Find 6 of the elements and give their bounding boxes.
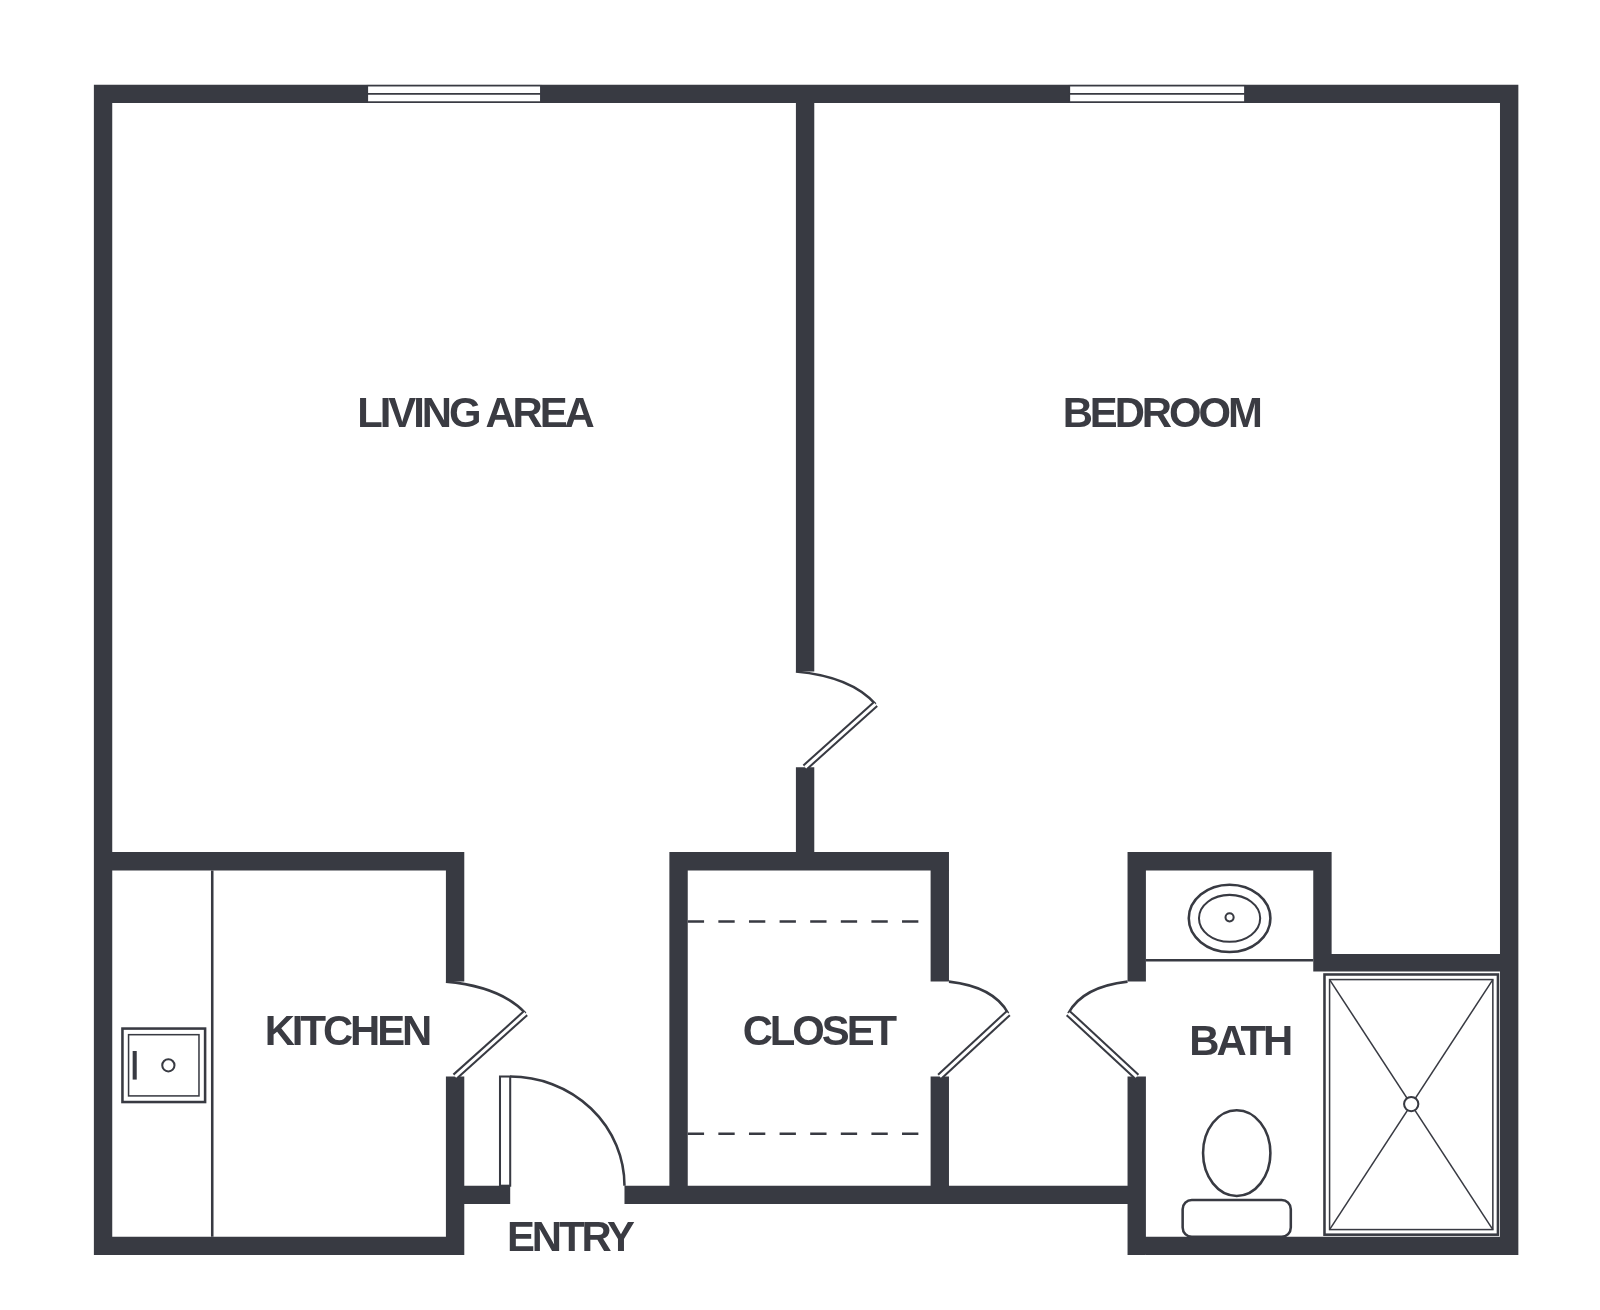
room-label: ENTRY <box>506 1215 632 1258</box>
room-label: LIVING AREA <box>357 392 592 435</box>
room-label: CLOSET <box>742 1010 894 1053</box>
room-label: BEDROOM <box>1062 392 1260 435</box>
room-label: BATH <box>1189 1019 1291 1062</box>
room-label: KITCHEN <box>264 1010 430 1053</box>
